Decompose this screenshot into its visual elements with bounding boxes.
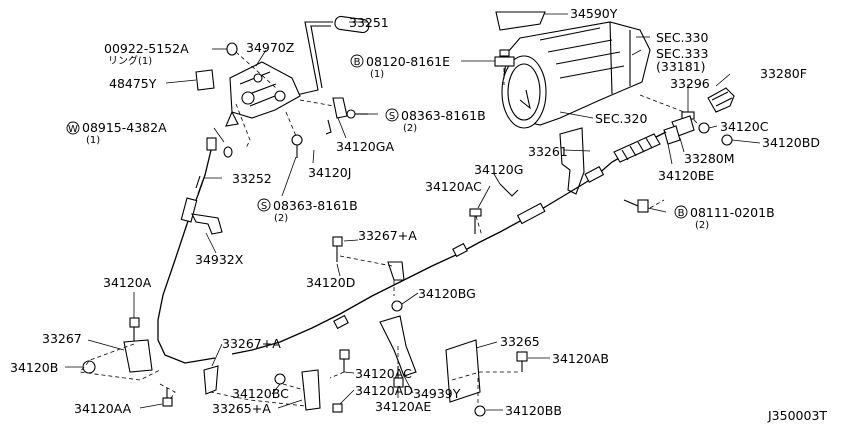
symbol-w-08915: W [66,121,80,135]
bolt-34120ae [393,366,404,388]
label-34120ab: 34120AB [552,351,609,366]
bolt-08111 [623,199,649,213]
label-34120ga: 34120GA [336,139,394,154]
label-08363-upper-sub: (2) [403,123,417,134]
label-34120ad: 34120AD [355,383,413,398]
bracket-33267 [123,339,153,373]
label-08111-0201b: 08111-0201B [690,205,775,220]
label-33265: 33265 [500,334,540,349]
label-sec320: SEC.320 [595,111,647,126]
label-sec330: SEC.330 [656,30,708,45]
bolt-34120ab [516,351,528,372]
sensor-33280f [707,87,735,113]
label-sec333: SEC.333 [656,46,708,61]
label-33267a-top: 33267+A [358,228,417,243]
diagram-code: J350003T [767,408,827,423]
label-sec333-sub: (33181) [656,59,706,74]
label-34939y: 34939Y [413,386,461,401]
label-34120ae: 34120AE [375,399,431,414]
label-34932x: 34932X [195,252,244,267]
label-34120j: 34120J [308,165,351,180]
label-08120-sub: (1) [370,69,384,80]
front-cable [157,137,217,364]
ring-washer [226,42,238,56]
label-34120a: 34120A [103,275,152,290]
label-08111-sub: (2) [695,220,709,231]
bracket-33265a [301,369,321,411]
screw-lower [291,134,303,158]
washer [223,146,233,158]
bolt-transmission [494,49,515,67]
label-34590y: 34590Y [570,6,618,21]
label-33296: 33296 [670,76,710,91]
bolt-34120ac-bottom [339,349,350,372]
label-33251: 33251 [349,15,389,30]
label-48475y: 48475Y [109,76,157,91]
label-08363-8161b-lower: 08363-8161B [273,198,358,213]
label-00922-5152a: 00922-5152A [104,41,189,56]
svg-text:W: W [68,124,78,135]
lever-bracket-assembly [225,61,301,127]
label-34120b: 34120B [10,360,58,375]
svg-text:S: S [389,111,395,122]
label-34120bb: 34120BB [505,403,562,418]
label-33280f: 33280F [760,66,807,81]
label-08363-8161b-upper: 08363-8161B [401,108,486,123]
symbol-b-08120: B [350,54,364,68]
label-33261: 33261 [528,144,568,159]
label-08363-lower-sub: (2) [274,213,288,224]
nut-34120bb [474,405,486,417]
nut-34120bg [391,300,403,312]
bracket-33267a-top [387,261,405,281]
label-34120g: 34120G [474,162,523,177]
label-33280m: 33280M [684,151,735,166]
label-33267a-bottom: 33267+A [222,336,281,351]
assembly-dash-lines [79,51,701,407]
transmission [495,11,651,129]
label-34120ac-bottom: 34120AC [355,366,412,381]
nut-34120b [82,360,96,374]
symbol-s-08363-lower: S [257,198,271,212]
label-34120ac-top: 34120AC [425,179,482,194]
cable-bracket [191,213,223,235]
label-34970z: 34970Z [246,40,294,55]
label-34120d: 34120D [306,275,355,290]
clip-plate [195,69,215,91]
bracket-33265 [445,339,481,403]
label-00922-sub: リング(1) [108,54,152,67]
bracket-33261 [559,127,585,195]
svg-text:S: S [261,201,267,212]
label-33267: 33267 [42,331,82,346]
symbol-b-08111: B [674,205,688,219]
screw-upper [346,109,368,119]
nut-34120bc [274,373,286,385]
svg-text:B: B [678,208,685,219]
bolt-34120d [332,236,343,262]
label-08915-4382a: 08915-4382A [82,120,167,135]
label-33252: 33252 [232,171,272,186]
label-34120c: 34120C [720,119,769,134]
bolt-34120ad [332,403,343,413]
clip-34120g [499,183,519,197]
label-34120bc: 34120BC [232,386,289,401]
label-08120-8161e: 08120-8161E [366,54,450,69]
label-34120be: 34120BE [658,168,714,183]
label-34120bg: 34120BG [418,286,476,301]
label-34120bd: 34120BD [762,135,820,150]
label-33265a: 33265+A [212,401,271,416]
label-34120aa: 34120AA [74,401,132,416]
svg-text:B: B [354,57,361,68]
bolt-34120aa [162,388,173,407]
rear-cable [231,131,667,355]
symbol-s-08363-upper: S [385,108,399,122]
label-08915-sub: (1) [86,135,100,146]
bolt-34120a [129,317,140,344]
bracket-33267a-bottom [203,365,219,395]
small-clip [325,97,348,135]
leader-lines [65,13,761,411]
part-labels: 33251 34590Y 00922-5152A リング(1) 34970Z 4… [10,6,827,423]
bolt-34120ac-top [469,208,482,234]
brake-lever-handle [291,15,370,97]
